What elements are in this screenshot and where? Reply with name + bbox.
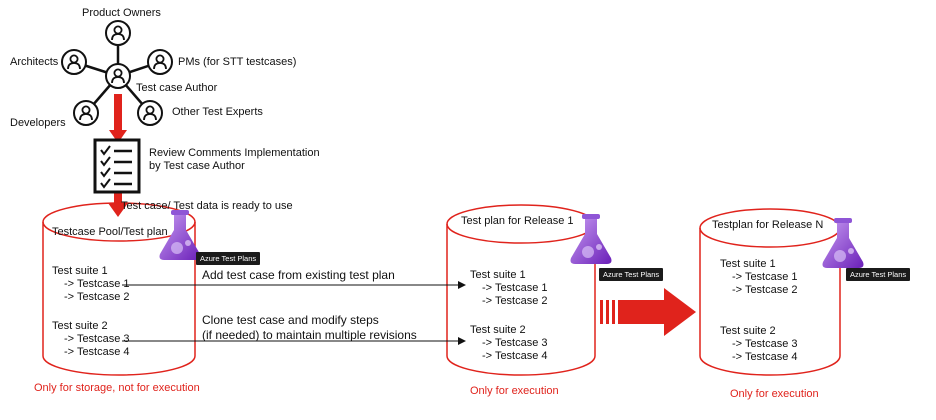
pm-icon — [147, 49, 173, 75]
developers-label: Developers — [10, 117, 66, 129]
pool-suite1: Test suite 1 -> Testcase 1 -> Testcase 2 — [52, 265, 130, 304]
review-step-line2: by Test case Author — [149, 160, 245, 172]
releaseN-suite1: Test suite 1 -> Testcase 1 -> Testcase 2 — [720, 258, 798, 297]
releaseN-suite1-case2: -> Testcase 2 — [732, 284, 798, 296]
release1-suite1-name: Test suite 1 — [470, 269, 526, 281]
pool-suite1-case1: -> Testcase 1 — [64, 278, 130, 290]
review-step-line1: Review Comments Implementation — [149, 147, 320, 159]
release1-suite1-case1: -> Testcase 1 — [482, 282, 548, 294]
azure-test-plans-icon-releaseN — [822, 218, 864, 268]
releaseN-suite2-name: Test suite 2 — [720, 325, 776, 337]
pool-suite1-name: Test suite 1 — [52, 265, 108, 277]
pool-badge: Azure Test Plans — [196, 252, 261, 265]
stakeholder-network — [61, 20, 173, 126]
clone-label-line1: Clone test case and modify steps — [202, 313, 379, 327]
release1-title: Test plan for Release 1 — [461, 215, 574, 227]
test-expert-icon — [137, 100, 163, 126]
checklist-icon — [93, 138, 141, 194]
pool-title: Testcase Pool/Test plan — [52, 226, 168, 238]
pms-label: PMs (for STT testcases) — [178, 56, 297, 68]
release1-suite1: Test suite 1 -> Testcase 1 -> Testcase 2 — [470, 269, 548, 308]
releaseN-badge: Azure Test Plans — [846, 268, 911, 281]
flow-arrow-lower-head — [108, 203, 128, 217]
architects-label: Architects — [10, 56, 59, 68]
release1-suite2: Test suite 2 -> Testcase 3 -> Testcase 4 — [470, 324, 548, 363]
release1-badge: Azure Test Plans — [599, 268, 664, 281]
add-testcase-arrowhead — [458, 281, 466, 289]
add-testcase-label: Add test case from existing test plan — [202, 268, 395, 282]
release1-note: Only for execution — [470, 385, 559, 397]
releaseN-suite2-case4: -> Testcase 4 — [732, 351, 798, 363]
release1-suite2-case4: -> Testcase 4 — [482, 350, 548, 362]
pool-note: Only for storage, not for execution — [34, 382, 200, 394]
test-case-author-icon — [105, 63, 131, 89]
progression-arrow — [600, 288, 696, 336]
release1-suite1-case2: -> Testcase 2 — [482, 295, 548, 307]
flow-arrow-lower — [114, 192, 122, 206]
flow-arrow-upper — [114, 94, 122, 134]
developer-icon — [73, 100, 99, 126]
releaseN-suite2-case3: -> Testcase 3 — [732, 338, 798, 350]
test-case-author-label: Test case Author — [136, 82, 218, 94]
clone-label-line2: (if needed) to maintain multiple revisio… — [202, 328, 417, 342]
azure-test-plans-icon-release1 — [570, 214, 612, 264]
clone-testcase-arrowhead — [458, 337, 466, 345]
pool-suite2: Test suite 2 -> Testcase 3 -> Testcase 4 — [52, 320, 130, 359]
testcase-pool-cylinder — [42, 202, 196, 376]
flow-arrow-upper-head — [109, 130, 127, 143]
release1-suite2-case3: -> Testcase 3 — [482, 337, 548, 349]
pool-suite2-name: Test suite 2 — [52, 320, 108, 332]
releaseN-suite2: Test suite 2 -> Testcase 3 -> Testcase 4 — [720, 325, 798, 364]
releaseN-note: Only for execution — [730, 388, 819, 400]
product-owners-label: Product Owners — [82, 7, 161, 19]
releaseN-suite1-name: Test suite 1 — [720, 258, 776, 270]
product-owner-icon — [105, 20, 131, 46]
pool-suite2-case4: -> Testcase 4 — [64, 346, 130, 358]
pool-suite1-case2: -> Testcase 2 — [64, 291, 130, 303]
releaseN-title: Testplan for Release N — [712, 219, 824, 231]
pool-suite2-case3: -> Testcase 3 — [64, 333, 130, 345]
ready-to-use-label: Test case/ Test data is ready to use — [121, 200, 293, 212]
release1-suite2-name: Test suite 2 — [470, 324, 526, 336]
releaseN-suite1-case1: -> Testcase 1 — [732, 271, 798, 283]
architect-icon — [61, 49, 87, 75]
other-test-experts-label: Other Test Experts — [172, 106, 263, 118]
